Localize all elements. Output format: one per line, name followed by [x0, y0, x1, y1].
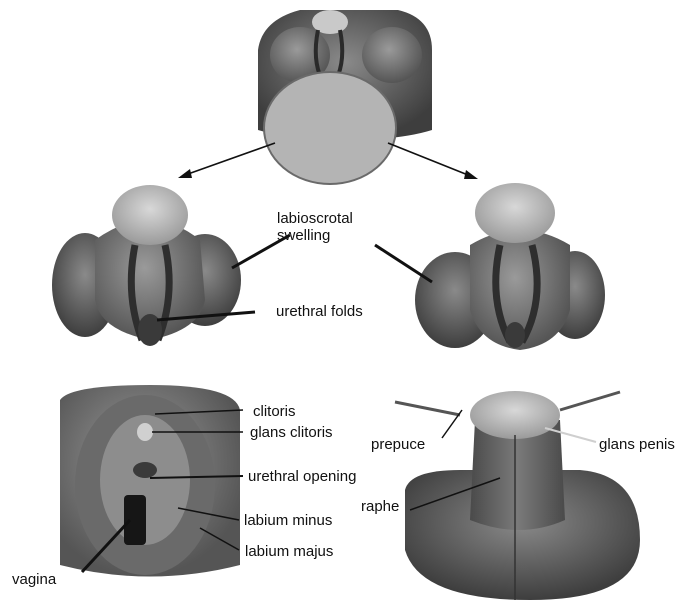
label-raphe: raphe	[361, 498, 399, 515]
male-intermediate-illustration	[415, 183, 605, 350]
label-labioscrotal: labioscrotal	[277, 210, 353, 227]
label-glans-penis: glans penis	[599, 436, 675, 453]
label-prepuce: prepuce	[371, 436, 425, 453]
male-external-genitalia-illustration	[395, 391, 640, 600]
label-urethral-opening: urethral opening	[248, 468, 356, 485]
female-external-genitalia-illustration	[60, 385, 240, 577]
label-vagina: vagina	[12, 571, 56, 588]
label-urethral-folds: urethral folds	[276, 303, 363, 320]
label-labium-minus: labium minus	[244, 512, 332, 529]
label-clitoris: clitoris	[253, 403, 296, 420]
label-swelling: swelling	[277, 227, 330, 244]
indifferent-stage-illustration	[258, 10, 432, 184]
female-intermediate-illustration	[52, 185, 241, 346]
label-glans-clitoris: glans clitoris	[250, 424, 333, 441]
label-labium-majus: labium majus	[245, 543, 333, 560]
